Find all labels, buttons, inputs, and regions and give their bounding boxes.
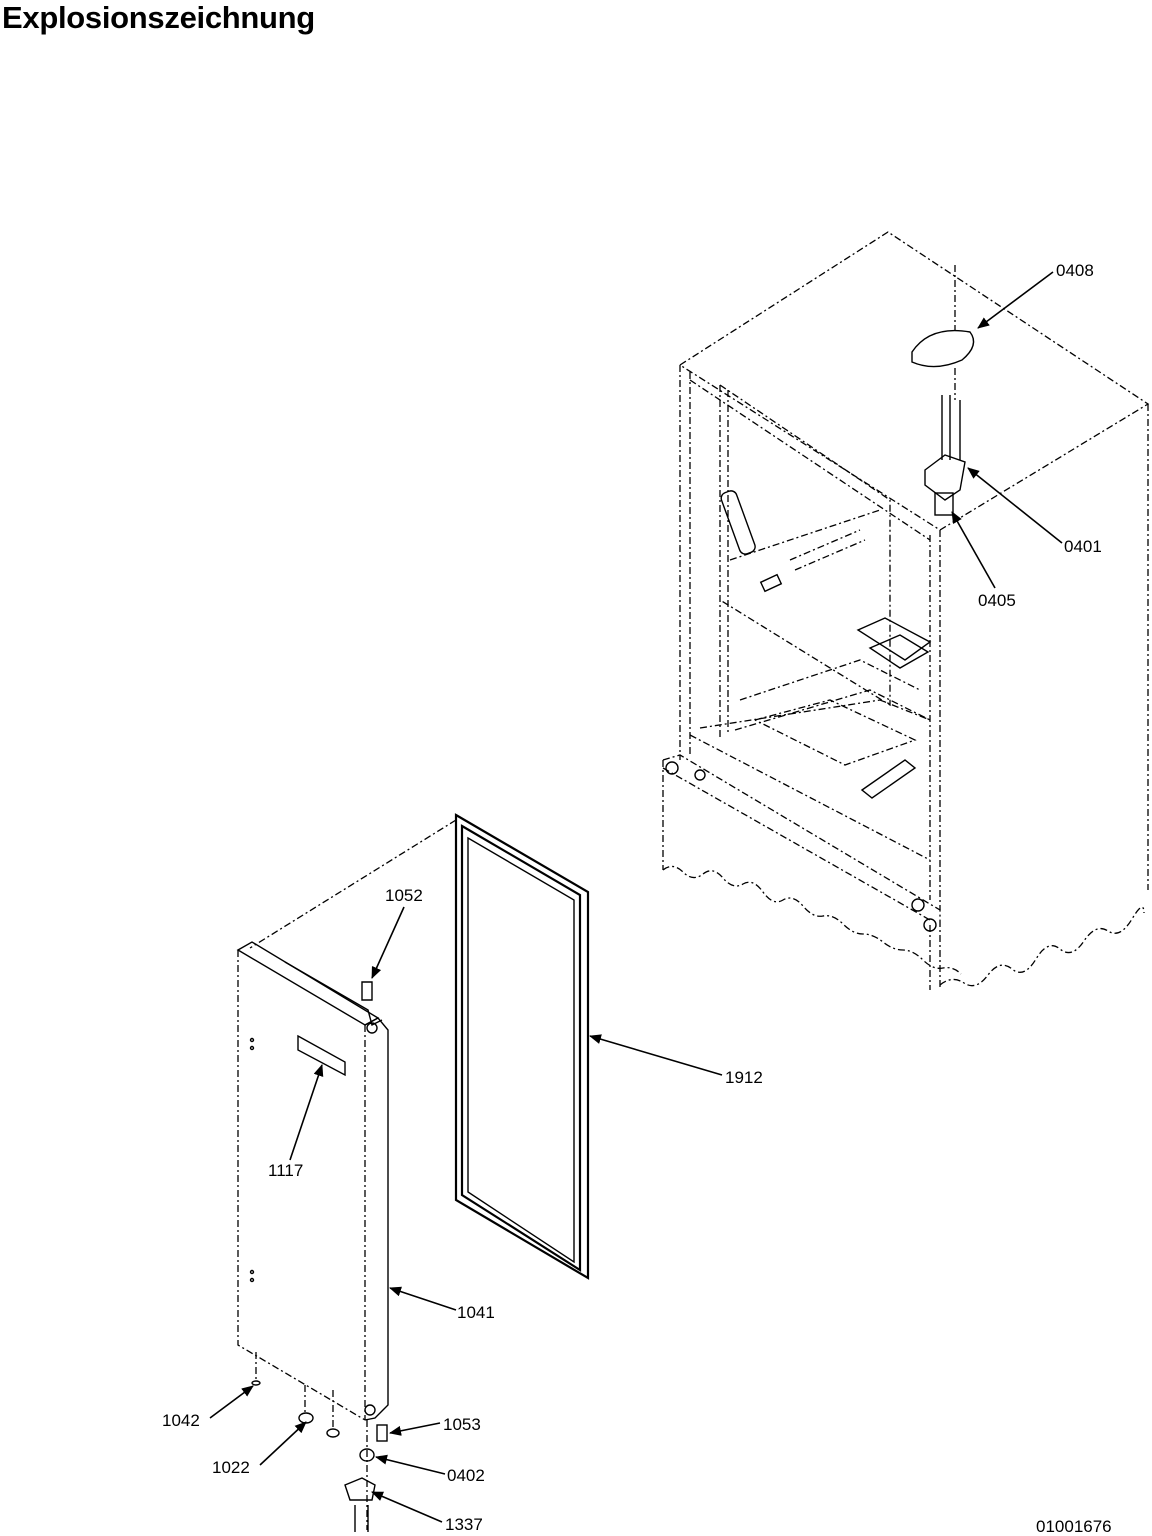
callout-1117: 1117 bbox=[268, 1161, 303, 1180]
callout-0408: 0408 bbox=[1056, 261, 1094, 280]
door-assembly bbox=[236, 941, 389, 1532]
callout-leaders bbox=[209, 271, 1063, 1523]
callout-0402: 0402 bbox=[447, 1466, 485, 1485]
callout-1052: 1052 bbox=[385, 886, 423, 905]
cabinet-assembly bbox=[662, 231, 1150, 990]
callout-0405: 0405 bbox=[978, 591, 1016, 610]
door-gasket bbox=[249, 813, 590, 1280]
callout-1912: 1912 bbox=[725, 1068, 763, 1087]
page-title: Explosionszeichnung bbox=[2, 0, 315, 35]
callout-1337: 1337 bbox=[445, 1515, 483, 1534]
callout-1022: 1022 bbox=[212, 1458, 250, 1477]
callout-1042: 1042 bbox=[162, 1411, 200, 1430]
callout-1053: 1053 bbox=[443, 1415, 481, 1434]
callout-1041: 1041 bbox=[457, 1303, 495, 1322]
callout-0401: 0401 bbox=[1064, 537, 1102, 556]
drawing-number: 01001676 bbox=[1036, 1517, 1112, 1536]
